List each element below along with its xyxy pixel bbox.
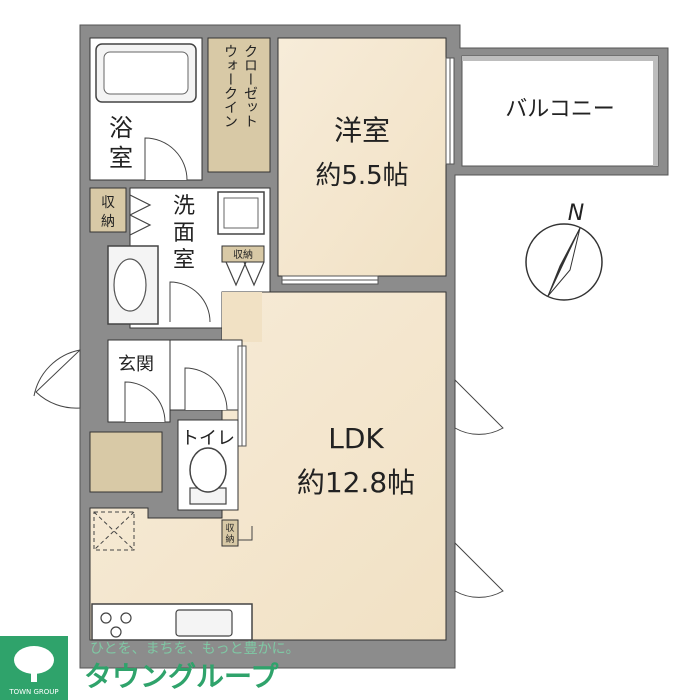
washroom-label-line1: 洗 [173, 194, 195, 219]
small-storage-label-line1: 収 [101, 195, 115, 211]
western-room-name: 洋室 [334, 114, 390, 147]
walk-in-closet-label-line2: クローゼット [242, 44, 258, 128]
compass-north-label: N [568, 201, 584, 226]
bath-label-line2: 室 [109, 144, 133, 172]
bath-label-line1: 浴 [109, 114, 133, 142]
toilet-bowl [189, 447, 227, 493]
balcony-rail [462, 56, 658, 61]
small-storage [89, 187, 127, 233]
brand-name: タウングループ [84, 660, 279, 693]
walk-in-closet-label-line1: ウォークイン [222, 44, 238, 128]
ldk-size: 約12.8帖 [297, 466, 415, 499]
balcony-area [461, 55, 659, 167]
balcony-label: バルコニー [505, 97, 615, 122]
kitchen-sink [175, 609, 233, 637]
logo-caption: TOWN GROUP [8, 688, 58, 696]
toilet-label: トイレ [181, 428, 235, 449]
north-compass [525, 223, 603, 301]
mini-storage-top-label: 収納 [233, 248, 253, 261]
town-group-logo: TOWN GROUP [0, 636, 68, 700]
mini-storage-top [221, 245, 265, 263]
washroom-label-line3: 室 [173, 248, 195, 273]
ldk-window-door-lower [454, 541, 504, 598]
western-room [277, 37, 447, 277]
western-room-size: 約5.5帖 [315, 161, 408, 191]
entrance-door [35, 348, 81, 409]
stove-burners [100, 612, 132, 638]
walk-in-closet [207, 37, 271, 173]
ldk-room [89, 291, 447, 641]
ldk-window-door-upper [454, 378, 504, 435]
washroom-label-line2: 面 [173, 221, 195, 246]
small-storage-label-line2: 納 [101, 214, 115, 230]
ldk-name: LDK [328, 422, 384, 455]
mini-storage-bottom [221, 519, 239, 547]
mini-storage-bottom-label-line2: 納 [225, 533, 234, 545]
entrance-storage [89, 431, 163, 493]
bath-door [144, 137, 188, 181]
mini-storage-bottom-label-line1: 収 [225, 522, 234, 534]
brand-tagline: ひとを、まちを、もっと豊かに。 [90, 641, 300, 657]
entrance-label: 玄関 [118, 354, 154, 375]
refrigerator-space [93, 511, 135, 551]
